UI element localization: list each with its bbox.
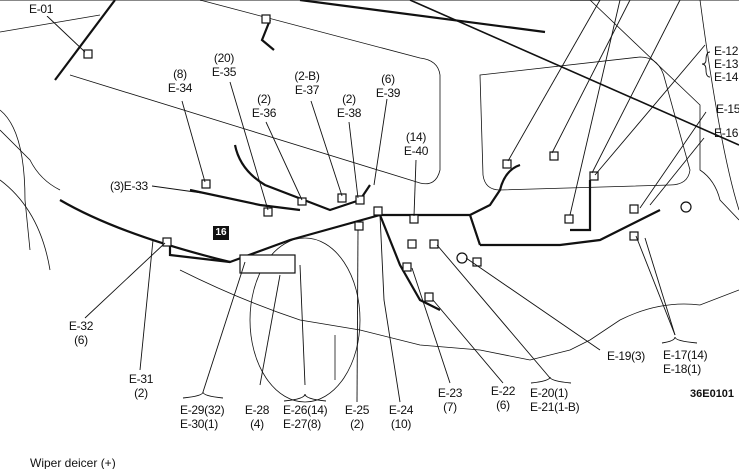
label-e14: E-14: [714, 70, 739, 84]
label-e24: E-24(10): [388, 403, 414, 431]
label-e33: (3)E-33: [110, 179, 148, 193]
marker-16-badge: 16: [213, 226, 229, 240]
label-e01: E-01: [28, 2, 55, 16]
label-e28: E-28(4): [244, 403, 270, 431]
label-e20-e21: E-20(1)E-21(1-B): [530, 386, 580, 414]
label-e26-e27: E-26(14)E-27(8): [283, 403, 328, 431]
label-e12: E-12: [714, 44, 739, 58]
diagram-code: 36E0101: [690, 388, 735, 400]
label-e29-e30: E-29(32)E-30(1): [180, 403, 225, 431]
label-e19: E-19(3): [607, 349, 645, 363]
label-e38: (2)E-38: [336, 92, 362, 120]
label-e37: (2-B)E-37: [294, 69, 320, 97]
top-border: [0, 0, 739, 1]
label-e36: (2)E-36: [251, 92, 277, 120]
label-e39: (6)E-39: [375, 72, 401, 100]
label-e13: E-13: [714, 57, 739, 71]
label-e32: E-32(6): [68, 319, 94, 347]
label-e40: (14)E-40: [403, 130, 429, 158]
label-e25: E-25(2): [344, 403, 370, 431]
label-e22: E-22(6): [490, 384, 516, 412]
label-e17-e18: E-17(14)E-18(1): [663, 348, 708, 376]
leader-lines: [46, 0, 711, 403]
label-e15: E-15: [716, 102, 739, 116]
label-e23: E-23(7): [437, 386, 463, 414]
caption: Wiper deicer (+): [30, 456, 116, 469]
label-e31: E-31(2): [128, 372, 154, 400]
body-outline: [0, 0, 739, 403]
label-e16: E-16: [714, 126, 739, 140]
label-e35: (20)E-35: [211, 51, 237, 79]
label-e34: (8)E-34: [167, 67, 193, 95]
connectors: [83, 14, 692, 302]
harness-wires: [54, 0, 739, 311]
